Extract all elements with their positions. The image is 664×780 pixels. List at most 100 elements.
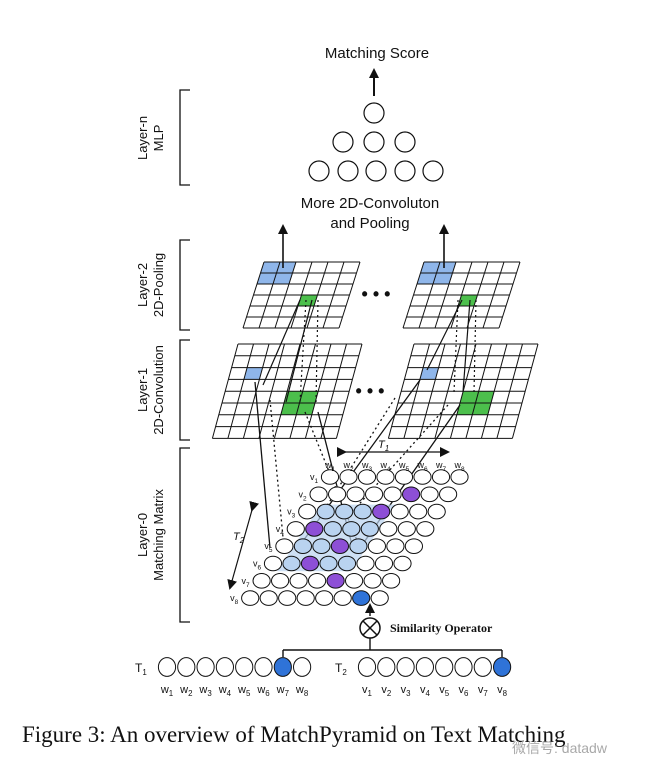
pooling-grid-left <box>242 261 361 329</box>
matrix-cell <box>296 590 315 606</box>
matrix-cell <box>342 521 361 537</box>
layer-0-sublabel: Matching Matrix <box>151 489 166 581</box>
matrix-cell <box>386 538 405 555</box>
seq1-word-node <box>235 657 254 677</box>
seq2-label: T2 <box>335 661 347 677</box>
matrix-row-label: v1 <box>310 472 319 485</box>
matrix-cell <box>370 590 389 606</box>
matrix-cell <box>345 573 364 589</box>
matrix-row-label: v3 <box>287 507 296 520</box>
seq2-word-node-label: v5 <box>439 684 450 698</box>
matrix-cell <box>263 555 283 572</box>
seq1-word-node <box>254 657 273 677</box>
layer-n-sublabel: MLP <box>151 125 166 152</box>
mlp-node <box>363 131 385 153</box>
mlp-node <box>365 160 387 182</box>
matrix-cell <box>315 590 334 606</box>
pooling-ellipsis: • • • <box>362 284 391 304</box>
grid-line <box>403 343 430 439</box>
grid-line <box>387 343 415 439</box>
seq2-word-node-label: v8 <box>497 684 508 698</box>
layer-2-sublabel: 2D-Pooling <box>151 253 166 317</box>
grid-line <box>434 343 461 439</box>
matrix-cell <box>323 521 342 537</box>
grid-line <box>450 261 473 329</box>
seq2-word-node-label: v6 <box>459 684 470 698</box>
matrix-cell <box>326 573 345 589</box>
seq2-word-node <box>396 657 415 677</box>
grid-line <box>466 261 489 329</box>
layer-1-sublabel: 2D-Convolution <box>151 345 166 435</box>
matrix-cell <box>328 486 347 503</box>
grid-line <box>498 261 521 329</box>
grid-line <box>242 261 265 329</box>
mlp-node <box>337 160 359 182</box>
matrix-cell <box>356 555 375 572</box>
matrix-cell <box>308 573 327 589</box>
seq1-label: T1 <box>135 661 147 677</box>
matrix-cell <box>298 503 317 520</box>
more-layers-line-1: More 2D-Convoluton <box>301 195 439 212</box>
matrix-cell <box>427 503 446 520</box>
matrix-col-label: w6 <box>416 460 428 473</box>
layer-n-label: Layer-n <box>135 116 150 160</box>
matrix-cell <box>339 469 358 485</box>
figure-caption: Figure 3: An overview of MatchPyramid on… <box>22 722 566 747</box>
matrix-cell <box>319 555 338 572</box>
matrix-cell <box>382 573 401 589</box>
matrix-cell <box>282 555 301 572</box>
mlp-layer-nodes <box>308 102 444 182</box>
seq2-word-node <box>415 657 434 677</box>
grid-line <box>418 261 441 329</box>
matrix-cell <box>357 469 377 485</box>
seq1-word-node <box>196 657 215 677</box>
matrix-cell <box>300 555 320 572</box>
seq1-word-node-label: w4 <box>218 684 232 698</box>
t1-axis-label: T1 <box>378 439 389 453</box>
matrix-cell <box>413 469 432 485</box>
pooled-feature-cell <box>298 295 318 306</box>
seq1-word-node-label: w5 <box>237 684 251 698</box>
more-layers-line-2: and Pooling <box>330 215 409 232</box>
matrix-row-label: v8 <box>230 593 239 606</box>
seq1-word-node-label: w8 <box>295 684 309 698</box>
matrix-cell <box>333 590 352 606</box>
matrix-cell <box>289 573 308 589</box>
matrix-cell <box>397 521 416 537</box>
seq2-word-node <box>473 657 492 677</box>
matrix-col-label: w2 <box>342 460 354 473</box>
matrix-cell <box>390 503 409 520</box>
seq2-word-node <box>493 657 512 677</box>
seq1-word-node-label: w2 <box>179 684 192 698</box>
matrix-cell <box>278 590 297 606</box>
matrix-cell <box>316 503 335 520</box>
seq2-word-node <box>454 657 473 677</box>
matrix-cell <box>286 521 305 537</box>
seq1-word-node <box>157 657 177 677</box>
grid-line <box>320 343 347 439</box>
mlp-node <box>394 131 416 153</box>
grid-line <box>335 343 363 439</box>
matrix-cell <box>416 521 435 537</box>
mlp-node <box>308 160 330 182</box>
convolution-window <box>277 504 396 572</box>
operator-input-lines <box>282 638 503 657</box>
seq2-word-node-label: v4 <box>420 684 431 698</box>
similarity-operator-label: Similarity Operator <box>390 621 493 635</box>
matrix-cell <box>271 573 290 589</box>
matrix-cell <box>252 573 271 589</box>
matrix-cell <box>374 555 394 572</box>
convolution-ellipsis: • • • <box>356 381 385 401</box>
matrix-cell <box>420 486 439 503</box>
seq1-word-node <box>215 657 234 677</box>
seq1-word-node-label: w7 <box>276 684 289 698</box>
grid-line <box>434 261 457 329</box>
matrix-cell <box>335 503 354 520</box>
grid-line <box>274 261 297 329</box>
matrix-cell <box>349 538 368 555</box>
matrix-cell <box>352 590 371 606</box>
matrix-cell <box>337 555 357 572</box>
seq2-word-node-label: v7 <box>478 684 488 698</box>
